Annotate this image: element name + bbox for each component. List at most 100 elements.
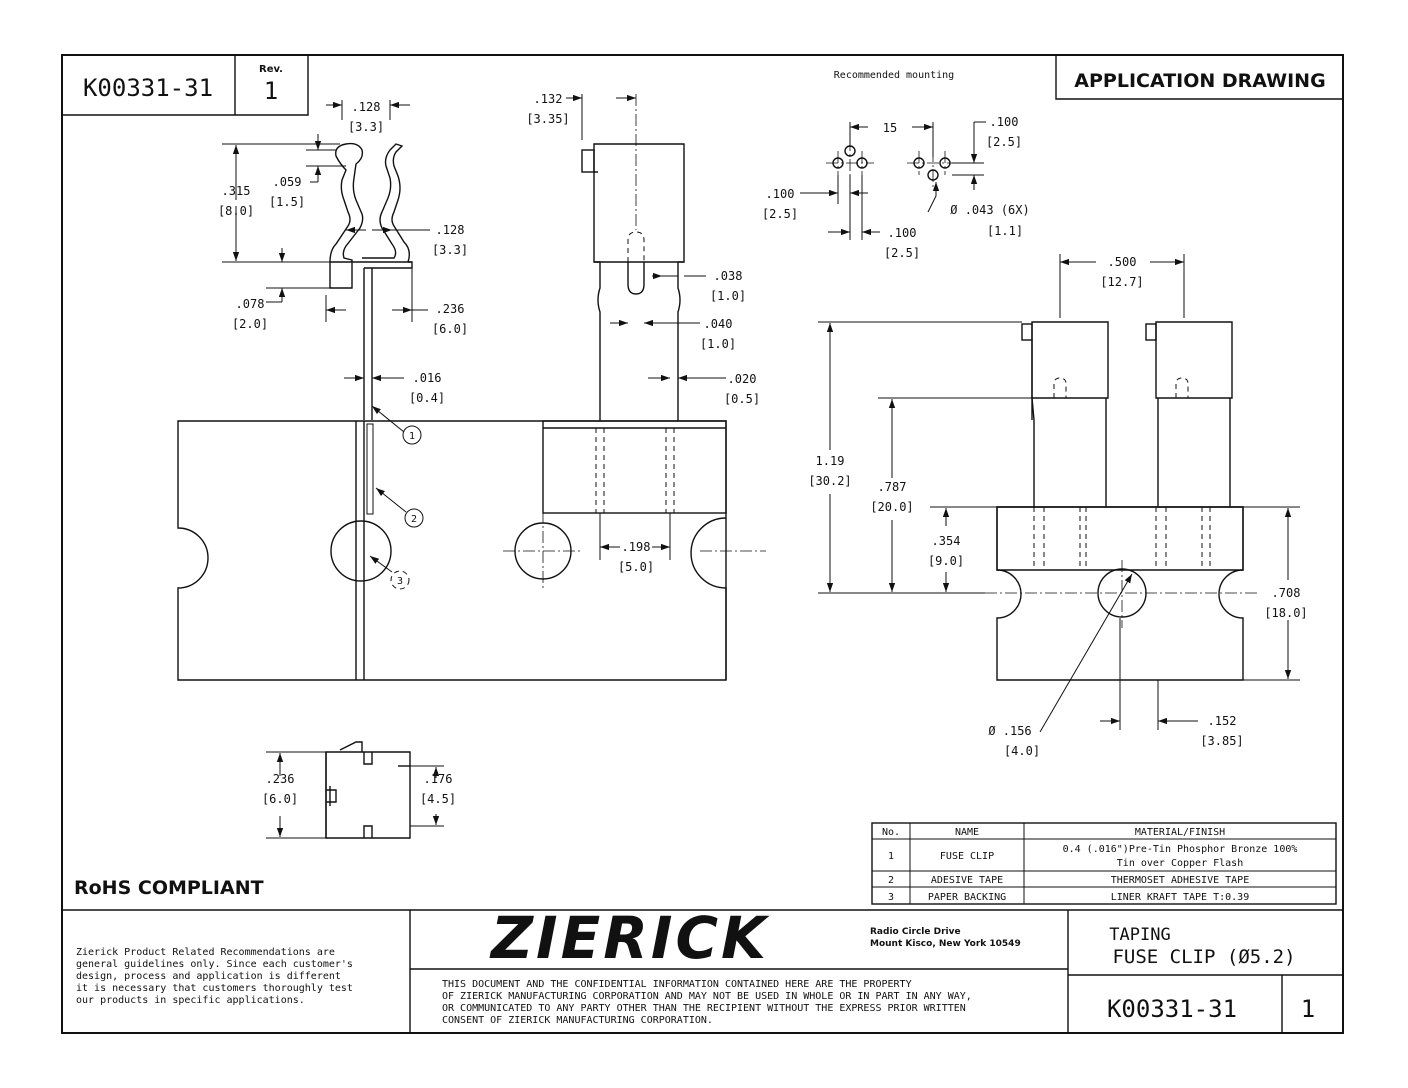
rev-value-top: 1	[264, 77, 278, 105]
dimension-lines	[222, 94, 1300, 839]
dim-128-inner-mm: [3.3]	[432, 243, 468, 257]
dim-059-mm: [1.5]	[269, 195, 305, 209]
dim-132-mm: [3.35]	[526, 112, 569, 126]
dim-152: .152	[1208, 714, 1237, 728]
dim-354-mm: [9.0]	[928, 554, 964, 568]
dim-236-mm: [6.0]	[432, 322, 468, 336]
dim-236-small: .236	[266, 772, 295, 786]
bom-row2-material: THERMOSET ADHESIVE TAPE	[1111, 875, 1249, 886]
dim-15: 15	[883, 121, 897, 135]
dim-156-dia: Ø .156	[988, 724, 1031, 738]
dim-500-mm: [12.7]	[1100, 275, 1143, 289]
dim-038-mm: [1.0]	[710, 289, 746, 303]
dim-354: .354	[932, 534, 961, 548]
confidential-line-1: THIS DOCUMENT AND THE CONFIDENTIAL INFOR…	[442, 979, 912, 990]
dim-708-mm: [18.0]	[1264, 606, 1307, 620]
dim-128-inner: .128	[436, 223, 465, 237]
dim-043-dia-mm: [1.1]	[987, 224, 1023, 238]
dimension-labels: .128 [3.3] .315 [8.0] .059 [1.5] .128 [3…	[218, 92, 1308, 806]
application-drawing-box: APPLICATION DRAWING	[1055, 55, 1343, 100]
bom-row1-material-1: 0.4 (.016")Pre-Tin Phosphor Bronze 100%	[1063, 844, 1298, 855]
dim-100-left-mm: [2.5]	[762, 207, 798, 221]
disclaimer-line-5: our products in specific applications.	[76, 995, 305, 1006]
address-line-1: Radio Circle Drive	[870, 927, 961, 937]
dim-152-mm: [3.85]	[1200, 734, 1243, 748]
part-number-top: K00331-31	[83, 74, 213, 102]
dim-016: .016	[413, 371, 442, 385]
balloon-1-label: 1	[409, 431, 415, 442]
clip-pair-view	[985, 321, 1260, 681]
balloon-3	[390, 570, 410, 590]
dim-236-small-mm: [6.0]	[262, 792, 298, 806]
address-line-2: Mount Kisco, New York 10549	[870, 939, 1021, 949]
dim-315: .315	[222, 184, 251, 198]
dim-016-mm: [0.4]	[409, 391, 445, 405]
dim-078-mm: [2.0]	[232, 317, 268, 331]
dim-708: .708	[1272, 586, 1301, 600]
dim-787-mm: [20.0]	[870, 500, 913, 514]
balloon-2-label: 2	[411, 514, 417, 525]
balloon-2	[404, 508, 424, 528]
bom-row1-name: FUSE CLIP	[940, 851, 994, 862]
dim-078: .078	[236, 297, 265, 311]
bom-row1-no: 1	[888, 851, 894, 862]
company-logo: ZIERICK	[489, 904, 770, 972]
dim-128-top: .128	[352, 100, 381, 114]
rev-value-bottom: 1	[1301, 995, 1315, 1023]
dim-043-dia: Ø .043 (6X)	[950, 203, 1029, 217]
mounting-hole-pattern	[826, 139, 957, 187]
bom-row3-no: 3	[888, 892, 894, 903]
bom-header-name: NAME	[955, 827, 979, 838]
dim-100-right: .100	[990, 115, 1019, 129]
item-balloons: 1 2 3	[390, 425, 424, 590]
clip-top-view	[325, 741, 411, 839]
part-number-bottom: K00331-31	[1107, 995, 1237, 1023]
rev-label: Rev.	[259, 64, 283, 75]
confidential-line-3: OR COMMUNICATED TO ANY PARTY OTHER THAN …	[442, 1003, 966, 1014]
bom-table: No. NAME MATERIAL/FINISH 1 FUSE CLIP 0.4…	[871, 822, 1337, 905]
bom-header-no: No.	[882, 827, 900, 838]
dim-198-mm: [5.0]	[618, 560, 654, 574]
bom-row3-name: PAPER BACKING	[928, 892, 1006, 903]
dim-040-mm: [1.0]	[700, 337, 736, 351]
disclaimer-line-2: general guidelines only. Since each cust…	[76, 959, 353, 970]
dim-176-small-mm: [4.5]	[420, 792, 456, 806]
bom-row2-name: ADESIVE TAPE	[931, 875, 1003, 886]
recommended-mounting-label: Recommended mounting	[834, 70, 954, 81]
dim-156-dia-mm: [4.0]	[1004, 744, 1040, 758]
disclaimer-line-4: it is necessary that customers thoroughl…	[76, 983, 353, 994]
paper-tape-left	[177, 420, 766, 681]
dim-119: 1.19	[816, 454, 845, 468]
clip-front-view	[542, 94, 727, 514]
dim-020: .020	[728, 372, 757, 386]
dim-059: .059	[273, 175, 302, 189]
bom-row3-material: LINER KRAFT TAPE T:0.39	[1111, 892, 1249, 903]
dim-020-mm: [0.5]	[724, 392, 760, 406]
dim-787: .787	[878, 480, 907, 494]
bom-row2-no: 2	[888, 875, 894, 886]
dim-236: .236	[436, 302, 465, 316]
dim-100-bottom-mm: [2.5]	[884, 246, 920, 260]
description-line-1: TAPING	[1109, 925, 1170, 945]
dim-315-mm: [8.0]	[218, 204, 254, 218]
dim-038: .038	[714, 269, 743, 283]
clip-side-view	[329, 142, 413, 420]
balloon-3-label: 3	[397, 576, 403, 587]
confidential-line-4: CONSENT OF ZIERICK MANUFACTURING CORPORA…	[442, 1015, 713, 1026]
top-title-box: K00331-31 Rev. 1	[62, 55, 309, 116]
dim-100-left: .100	[766, 187, 795, 201]
dim-128-top-mm: [3.3]	[348, 120, 384, 134]
balloon-1	[402, 425, 422, 445]
bottom-title-block: Zierick Product Related Recommendations …	[62, 904, 1343, 1033]
dim-132: .132	[534, 92, 563, 106]
bom-header-material: MATERIAL/FINISH	[1135, 827, 1225, 838]
drawing-type: APPLICATION DRAWING	[1074, 70, 1325, 92]
disclaimer-line-1: Zierick Product Related Recommendations …	[76, 947, 335, 958]
dim-040: .040	[704, 317, 733, 331]
rohs-compliant: RoHS COMPLIANT	[74, 877, 264, 899]
dim-198: .198	[622, 540, 651, 554]
dim-119-mm: [30.2]	[808, 474, 851, 488]
description-line-2: FUSE CLIP (Ø5.2)	[1112, 946, 1295, 968]
dim-500: .500	[1108, 255, 1137, 269]
